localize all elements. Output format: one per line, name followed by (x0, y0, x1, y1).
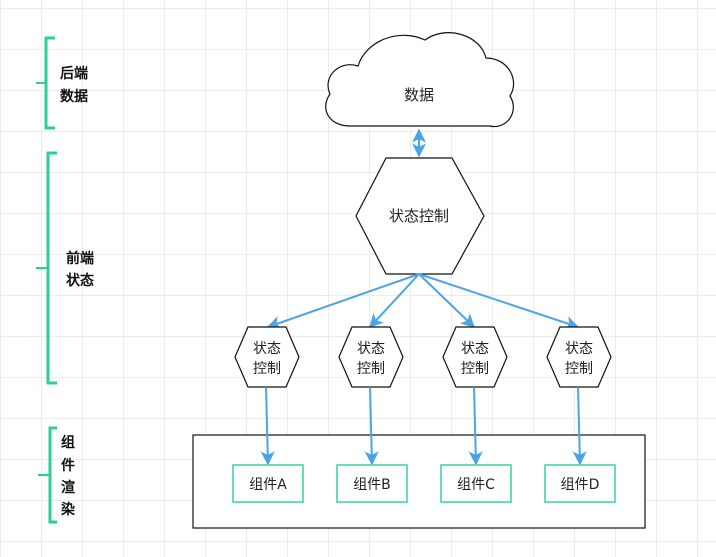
sub-state-2-line-1: 状态 (357, 341, 385, 357)
arrow-sub-2-to-component (364, 386, 379, 466)
component-d-label: 组件D (561, 477, 600, 493)
sub-state-3-line-2: 控制 (461, 361, 489, 377)
sub-state-1-line-1: 状态 (253, 341, 281, 357)
component-a-label: 组件A (249, 477, 287, 493)
layer-label-render-2: 件 (61, 457, 75, 474)
sub-state-hexagon-2 (338, 326, 404, 388)
sub-state-hexagon-4 (546, 326, 612, 388)
sub-state-2-line-2: 控制 (357, 361, 385, 377)
arrow-sub-1-to-component (260, 386, 275, 466)
arrow-sub-4-to-component (572, 386, 587, 466)
layer-label-render-3: 渲 (61, 479, 75, 496)
arrow-state-to-sub-1 (266, 273, 420, 330)
sub-state-hexagon-3 (442, 326, 508, 388)
component-b-label: 组件B (353, 477, 391, 493)
sub-state-4-line-2: 控制 (565, 361, 593, 377)
data-cloud (325, 32, 515, 128)
layer-label-backend: 后端 (60, 65, 88, 82)
bracket-backend (36, 36, 55, 130)
cloud-label: 数据 (404, 86, 434, 104)
layer-label-render-4: 染 (61, 501, 76, 518)
layer-label-render-1: 组 (61, 434, 75, 451)
sub-state-4-line-1: 状态 (565, 341, 593, 357)
main-state-label: 状态控制 (389, 207, 449, 225)
sub-state-hexagon-1 (234, 326, 300, 388)
layer-label-frontend: 前端 (66, 250, 94, 267)
component-d-box (544, 464, 616, 503)
bracket-render (38, 426, 57, 524)
component-a-box (232, 464, 304, 503)
bracket-frontend (36, 151, 57, 385)
component-c-box (440, 464, 512, 503)
component-c-label: 组件C (457, 477, 495, 493)
arrow-state-to-sub-2 (369, 273, 420, 329)
main-state-hexagon (355, 157, 485, 275)
sub-state-3-line-1: 状态 (461, 341, 489, 357)
arrow-state-to-sub-3 (418, 273, 476, 328)
arrow-state-to-sub-4 (418, 273, 580, 330)
arrow-sub-3-to-component (468, 386, 483, 466)
layer-label-backend-2: 数据 (60, 88, 88, 105)
layer-label-frontend-2: 状态 (66, 272, 94, 289)
sub-state-1-line-2: 控制 (253, 361, 281, 377)
component-b-box (336, 464, 408, 503)
